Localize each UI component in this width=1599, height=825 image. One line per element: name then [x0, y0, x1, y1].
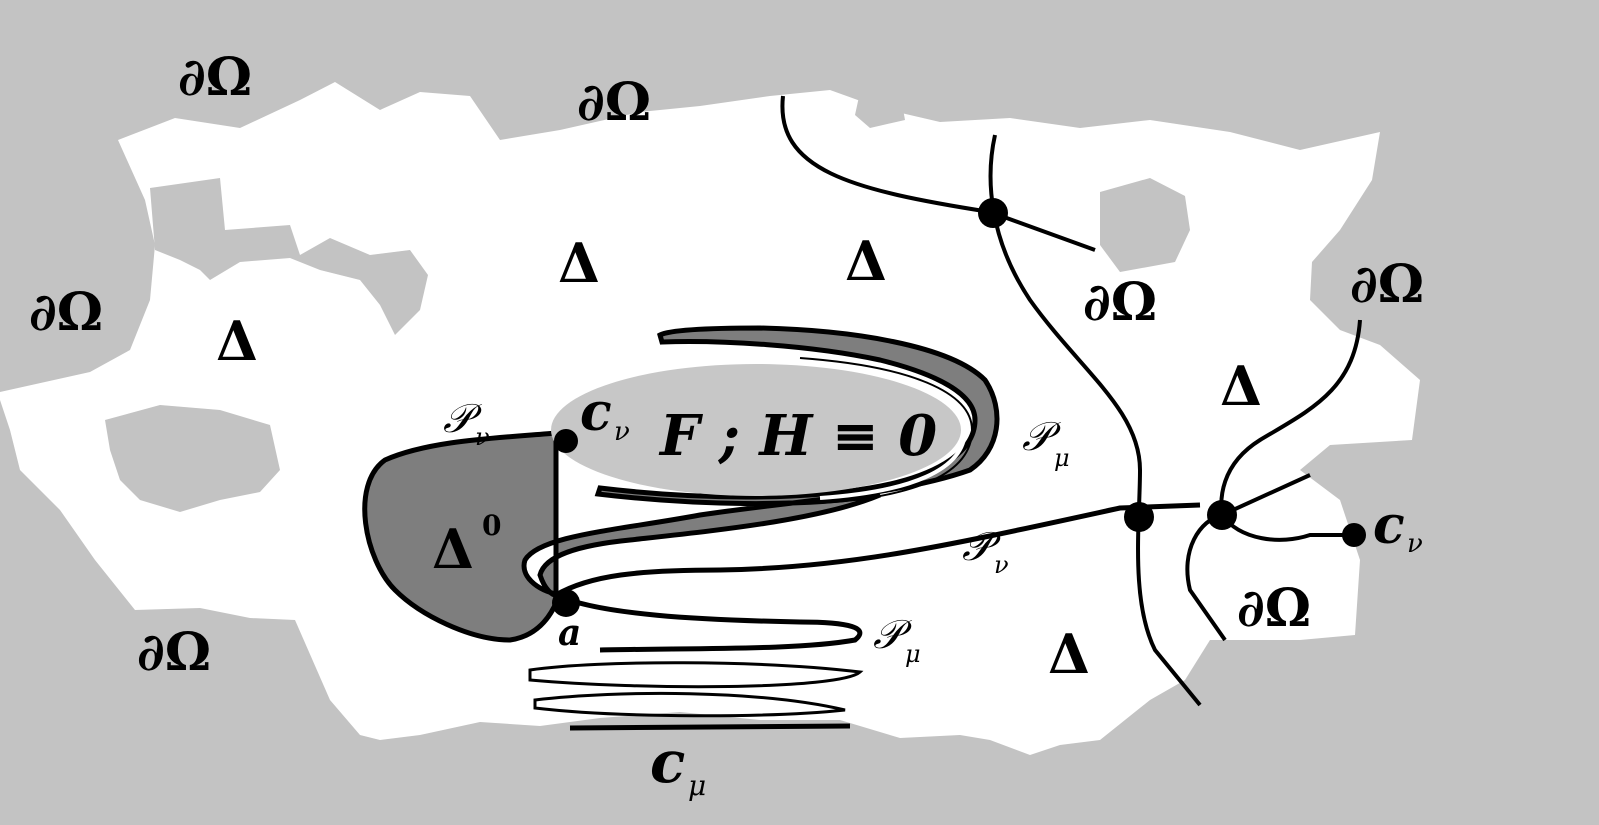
- point-c-nu-right: [1342, 523, 1366, 547]
- point-junction-top: [978, 198, 1008, 228]
- ellipse-outline-white: [799, 360, 968, 500]
- stripe-1: [528, 661, 864, 689]
- point-c-nu-left: [554, 429, 578, 453]
- label-c-nu-sub: ν: [614, 417, 630, 447]
- label-c-nu-sub: ν: [1407, 529, 1423, 559]
- label-boundary: ∂Ω: [1083, 272, 1157, 333]
- label-p-mu-sub: μ: [1054, 444, 1070, 472]
- label-boundary: ∂Ω: [1350, 254, 1424, 315]
- label-delta: Δ: [845, 229, 887, 293]
- label-p-nu-sub: ν: [475, 423, 490, 451]
- stripe-2: [533, 691, 846, 718]
- label-boundary: ∂Ω: [137, 622, 211, 683]
- ellipse-outline-black: [799, 357, 974, 504]
- curve-top-left: [780, 95, 1096, 252]
- hole-right-upper: [1100, 178, 1190, 272]
- label-delta-zero: Δ: [432, 517, 474, 581]
- point-a: [552, 589, 580, 617]
- hole-top-mid: [855, 92, 905, 128]
- hole-left-lower: [105, 405, 280, 512]
- stripe-3: [569, 723, 851, 731]
- point-junction-right: [1207, 500, 1237, 530]
- label-boundary: ∂Ω: [178, 47, 252, 108]
- label-delta: Δ: [1048, 622, 1090, 686]
- curve-p-mu: [554, 592, 863, 653]
- curve-vertical-2: [1185, 319, 1362, 642]
- label-boundary: ∂Ω: [577, 72, 651, 133]
- label-point-a: a: [558, 612, 581, 654]
- region-delta-zero: [362, 325, 1000, 643]
- label-p-mu-sub: μ: [905, 640, 921, 668]
- label-boundary: ∂Ω: [29, 282, 103, 343]
- curve-p-nu: [554, 502, 1201, 598]
- label-c-nu: c: [580, 382, 612, 443]
- label-p-nu-sub: ν: [994, 551, 1009, 579]
- label-delta-zero-sup: 0: [482, 509, 501, 542]
- label-c-mu-sub: μ: [688, 769, 706, 802]
- label-delta: Δ: [216, 309, 258, 373]
- label-c-mu: c: [650, 728, 685, 796]
- label-equation: F ; H ≡ 0: [658, 403, 937, 469]
- hole-left-upper: [150, 178, 428, 335]
- label-delta: Δ: [1220, 354, 1262, 418]
- label-c-nu: c: [1373, 495, 1405, 556]
- label-boundary: ∂Ω: [1237, 578, 1311, 639]
- region-f-h-zero: [551, 364, 961, 496]
- curve-branch: [1221, 473, 1311, 517]
- point-junction-mid: [1124, 502, 1154, 532]
- label-delta: Δ: [558, 231, 600, 295]
